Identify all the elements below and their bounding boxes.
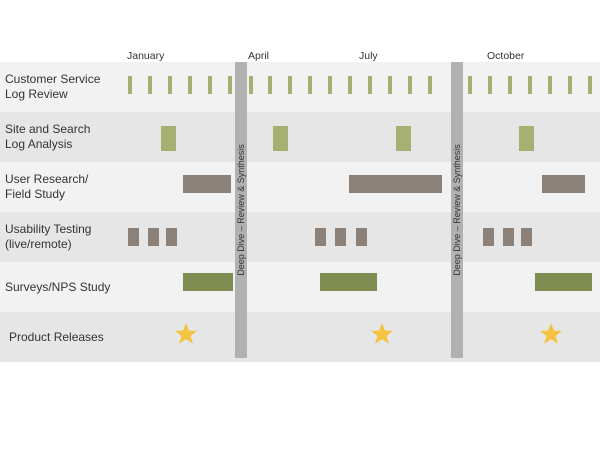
log-review-tick <box>249 76 253 94</box>
row-label: Usability Testing(live/remote) <box>5 212 120 262</box>
log-review-tick <box>548 76 552 94</box>
log-review-tick <box>528 76 532 94</box>
month-label-january: January <box>127 50 165 62</box>
row-label-line: Product Releases <box>9 329 104 344</box>
log-review-tick <box>128 76 132 94</box>
usability-session <box>335 228 346 246</box>
log-review-tick <box>188 76 192 94</box>
log-review-tick <box>228 76 232 94</box>
log-review-tick <box>568 76 572 94</box>
row-label-line: Log Review <box>5 87 68 101</box>
usability-session <box>166 228 177 246</box>
usability-session <box>483 228 494 246</box>
row-label-line: Usability Testing <box>5 222 92 236</box>
usability-session <box>148 228 159 246</box>
row-label-line: (live/remote) <box>5 237 72 251</box>
row-label-line: User Research/ <box>5 172 89 186</box>
row-user-research-field-study: User Research/Field Study <box>0 162 600 212</box>
row-label-line: Customer Service <box>5 72 101 86</box>
month-label-april: April <box>248 50 270 62</box>
star-icon <box>175 323 197 344</box>
row-label-line: Log Analysis <box>5 137 73 151</box>
log-review-tick <box>428 76 432 94</box>
usability-session <box>128 228 139 246</box>
row-usability-testing: Usability Testing(live/remote) <box>0 212 600 262</box>
divider-label: Deep Dive – Review & Synthesis <box>452 144 462 276</box>
log-review-tick <box>488 76 492 94</box>
log-review-tick <box>208 76 212 94</box>
row-label: Product Releases <box>9 312 124 362</box>
survey-bar <box>183 273 233 291</box>
log-review-tick <box>268 76 272 94</box>
log-review-tick <box>328 76 332 94</box>
survey-bar <box>535 273 592 291</box>
log-review-tick <box>588 76 592 94</box>
log-review-tick <box>168 76 172 94</box>
site-search-block <box>273 126 288 151</box>
row-surveys-nps-study: Surveys/NPS Study <box>0 262 600 312</box>
usability-session <box>356 228 367 246</box>
research-bar <box>349 175 442 193</box>
research-bar <box>542 175 585 193</box>
survey-bar <box>320 273 377 291</box>
row-label: User Research/Field Study <box>5 162 120 212</box>
log-review-tick <box>408 76 412 94</box>
log-review-tick <box>368 76 372 94</box>
usability-session <box>315 228 326 246</box>
divider-label: Deep Dive – Review & Synthesis <box>236 144 246 276</box>
log-review-tick <box>308 76 312 94</box>
site-search-block <box>519 126 534 151</box>
log-review-tick <box>468 76 472 94</box>
research-bar <box>183 175 231 193</box>
log-review-tick <box>388 76 392 94</box>
log-review-tick <box>348 76 352 94</box>
row-label-line: Site and Search <box>5 122 91 136</box>
log-review-tick <box>148 76 152 94</box>
log-review-tick <box>508 76 512 94</box>
row-label-line: Field Study <box>5 187 66 201</box>
row-label-line: Surveys/NPS Study <box>5 279 111 294</box>
month-label-october: October <box>487 50 525 62</box>
usability-session <box>503 228 514 246</box>
log-review-tick <box>288 76 292 94</box>
star-icon <box>540 323 562 344</box>
site-search-block <box>396 126 411 151</box>
row-label: Surveys/NPS Study <box>5 262 120 312</box>
divider-deep-dive-q3: Deep Dive – Review & Synthesis <box>451 62 463 358</box>
usability-session <box>521 228 532 246</box>
site-search-block <box>161 126 176 151</box>
row-product-releases: Product Releases <box>0 312 600 362</box>
star-icon <box>371 323 393 344</box>
month-label-july: July <box>359 50 378 62</box>
divider-deep-dive-q1: Deep Dive – Review & Synthesis <box>235 62 247 358</box>
